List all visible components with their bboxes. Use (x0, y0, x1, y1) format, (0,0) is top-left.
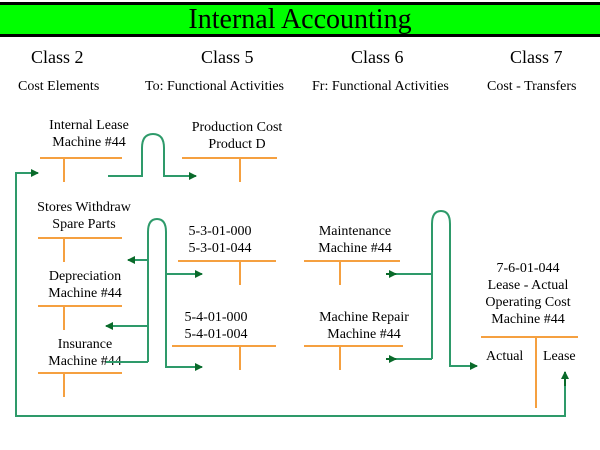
column-class-5: Class 5 (201, 47, 254, 67)
t-account-maintenance (304, 260, 400, 285)
flow-into-5-3-01 (147, 217, 203, 362)
column-subtitle-cost-transfers: Cost - Transfers (487, 79, 577, 94)
title-bar: Internal Accounting (0, 2, 600, 37)
final-account-right-label: Lease (543, 349, 576, 364)
title-fill (0, 5, 600, 34)
t-account-depreciation (38, 305, 122, 330)
t-account-stores-withdraw (38, 237, 122, 262)
t-account-machine-repair (304, 345, 403, 370)
flow-class6-to-class7 (431, 209, 478, 370)
column-class-6: Class 6 (351, 47, 404, 67)
column-subtitle-fr-functional: Fr: Functional Activities (312, 79, 449, 94)
final-account-left-label: Actual (486, 349, 524, 364)
t-account-production-cost (182, 157, 277, 182)
flow-return-loop (15, 169, 566, 417)
page-title: Internal Accounting (188, 4, 412, 35)
t-account-5-3-01 (178, 260, 276, 285)
t-account-insurance (38, 372, 122, 397)
column-subtitle-to-functional: To: Functional Activities (145, 79, 285, 94)
column-class-7: Class 7 (510, 47, 563, 67)
flow-lease-to-production (108, 132, 197, 180)
t-account-lease-actual (481, 336, 578, 408)
flow-into-5-4-01 (165, 274, 203, 371)
t-account-internal-lease (40, 157, 122, 182)
t-account-5-4-01 (172, 345, 276, 370)
column-class-2: Class 2 (31, 47, 84, 67)
column-subtitle-cost-elements: Cost Elements (18, 79, 100, 94)
